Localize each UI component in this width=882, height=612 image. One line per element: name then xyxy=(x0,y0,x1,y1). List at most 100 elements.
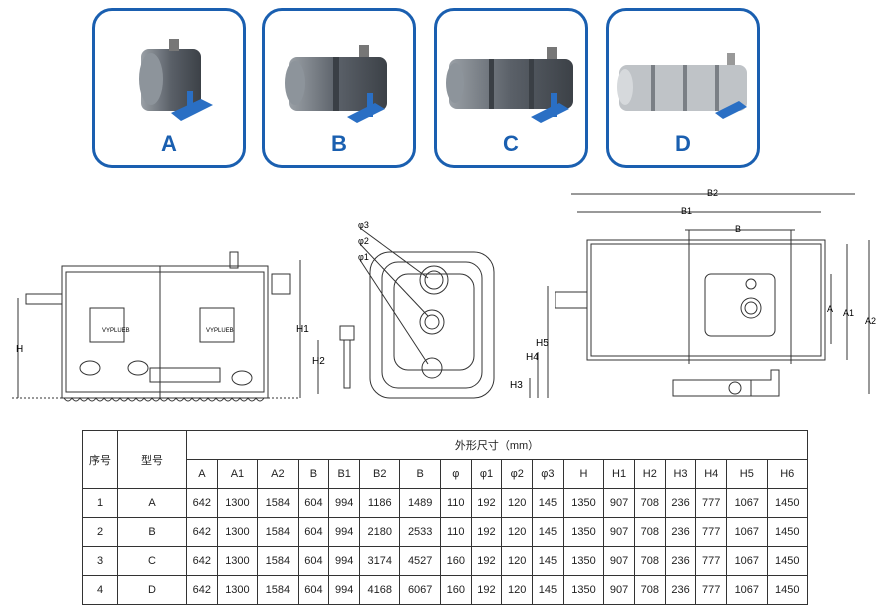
cell-value: 145 xyxy=(532,517,564,547)
cell-value: 907 xyxy=(603,488,635,518)
cell-value: 236 xyxy=(664,488,697,518)
cell-value: 642 xyxy=(186,546,218,576)
dim-h5: H5 xyxy=(536,338,549,349)
cell-value: 777 xyxy=(695,575,728,605)
dimension-header: A1 xyxy=(216,459,259,489)
cell-value: 1350 xyxy=(562,488,605,518)
dim-h4: H4 xyxy=(526,352,539,363)
cell-value: 604 xyxy=(297,488,330,518)
cell-value: 1350 xyxy=(562,575,605,605)
label-phi1: φ1 xyxy=(358,252,369,262)
cell-value: 642 xyxy=(186,575,218,605)
cell-value: 110 xyxy=(439,488,472,518)
cell-value: 1067 xyxy=(726,517,768,547)
dim-h1: H1 xyxy=(296,324,309,335)
cell-value: 1067 xyxy=(726,488,768,518)
cell-value: 120 xyxy=(501,575,534,605)
model-card-d: D xyxy=(606,8,760,168)
tank-d-image xyxy=(617,53,747,119)
dimension-header: H1 xyxy=(603,459,635,489)
cell-value: 708 xyxy=(633,575,666,605)
cell-value: 1584 xyxy=(257,517,299,547)
cell-value: 642 xyxy=(186,488,218,518)
cell-model: C xyxy=(117,546,187,576)
dimension-header: H5 xyxy=(726,459,768,489)
cell-value: 1584 xyxy=(257,488,299,518)
tank-b-image xyxy=(285,45,387,123)
cell-value: 192 xyxy=(470,546,503,576)
dimension-header: H6 xyxy=(766,459,809,489)
dimension-header: A2 xyxy=(257,459,299,489)
cell-value: 120 xyxy=(501,488,534,518)
cell-value: 145 xyxy=(532,488,564,518)
model-card-b: B xyxy=(262,8,416,168)
cell-value: 708 xyxy=(633,517,666,547)
cell-value: 708 xyxy=(633,546,666,576)
cell-seq: 1 xyxy=(82,488,118,518)
tank-c-image xyxy=(446,47,573,123)
cell-value: 236 xyxy=(664,546,697,576)
header-model: 型号 xyxy=(117,430,187,489)
cell-model: A xyxy=(117,488,187,518)
model-label: D xyxy=(675,131,691,156)
cell-value: 2533 xyxy=(399,517,441,547)
dim-h: H xyxy=(16,344,23,355)
dim-b: B xyxy=(735,224,741,234)
cell-seq: 4 xyxy=(82,575,118,605)
cell-value: 145 xyxy=(532,575,564,605)
cell-value: 192 xyxy=(470,517,503,547)
dim-b2: B2 xyxy=(707,188,718,198)
badge-left: VYPLUEB xyxy=(102,328,130,334)
dimension-header: φ1 xyxy=(470,459,503,489)
label-phi2: φ2 xyxy=(358,236,369,246)
badge-right: VYPLUEB xyxy=(206,328,234,334)
dimension-header: φ xyxy=(439,459,472,489)
cell-value: 1350 xyxy=(562,517,605,547)
cell-value: 192 xyxy=(470,575,503,605)
cell-value: 1450 xyxy=(766,517,809,547)
cell-value: 1450 xyxy=(766,575,809,605)
dim-a: A xyxy=(827,304,833,314)
dim-a2: A2 xyxy=(865,316,876,326)
cell-value: 1300 xyxy=(216,488,259,518)
cell-value: 160 xyxy=(439,546,472,576)
cell-value: 192 xyxy=(470,488,503,518)
cell-value: 907 xyxy=(603,517,635,547)
cell-value: 236 xyxy=(664,517,697,547)
cell-model: D xyxy=(117,575,187,605)
cell-value: 994 xyxy=(328,488,361,518)
dim-h2: H2 xyxy=(312,356,325,367)
header-dimensions: 外形尺寸（mm） xyxy=(186,430,808,460)
tank-a-image xyxy=(139,39,213,121)
model-label: A xyxy=(161,131,177,156)
header-seq: 序号 xyxy=(82,430,118,489)
cell-value: 1450 xyxy=(766,488,809,518)
cell-value: 1584 xyxy=(257,546,299,576)
cell-value: 110 xyxy=(439,517,472,547)
cell-value: 994 xyxy=(328,575,361,605)
cell-value: 145 xyxy=(532,546,564,576)
cell-value: 777 xyxy=(695,546,728,576)
side-view-drawing: φ3 φ2 φ1 H2 H3 H4 H5 xyxy=(312,220,549,399)
dimension-header: φ3 xyxy=(532,459,564,489)
cell-value: 4168 xyxy=(359,575,401,605)
dim-b1: B1 xyxy=(681,206,692,216)
dimension-header: H4 xyxy=(695,459,728,489)
cell-value: 994 xyxy=(328,546,361,576)
cell-value: 160 xyxy=(439,575,472,605)
dimension-header: H xyxy=(562,459,605,489)
cell-value: 642 xyxy=(186,517,218,547)
dim-h3: H3 xyxy=(510,380,523,391)
model-card-a: A xyxy=(92,8,246,168)
cell-value: 777 xyxy=(695,488,728,518)
cell-value: 907 xyxy=(603,575,635,605)
cell-value: 604 xyxy=(297,517,330,547)
cell-value: 777 xyxy=(695,517,728,547)
cell-value: 1350 xyxy=(562,546,605,576)
